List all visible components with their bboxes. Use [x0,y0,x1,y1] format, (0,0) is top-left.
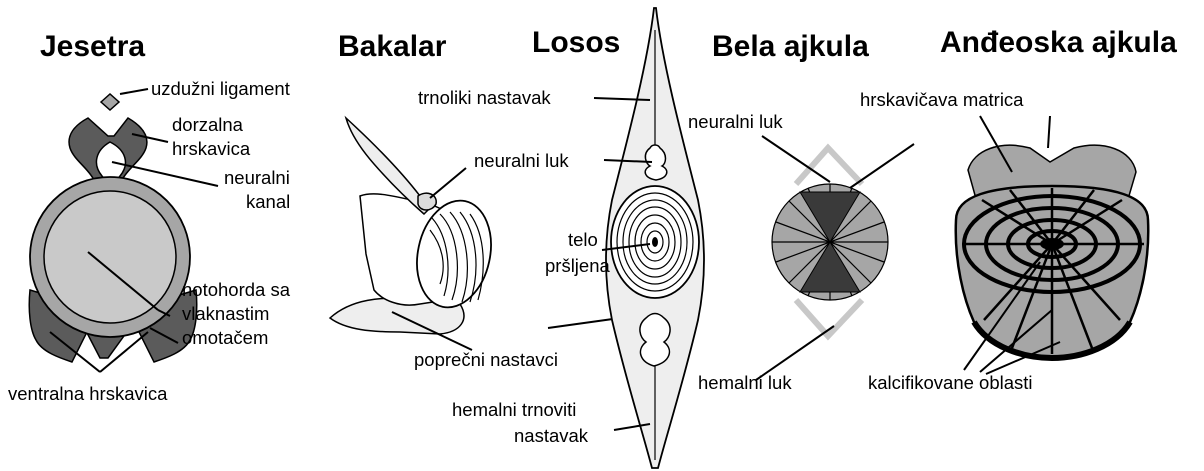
label-neuralni-kanal-2: kanal [246,191,290,212]
title-bela-ajkula: Bela ajkula [712,30,869,63]
bela-ajkula-vertebra [772,148,888,336]
ligament-shape [101,94,119,110]
title-bakalar: Bakalar [338,30,447,63]
label-ventralna-hrskavica: ventralna hrskavica [8,383,168,404]
label-notohorda-3: omotačem [182,327,268,348]
title-andjeoska-ajkula: Anđeoska ajkula [940,26,1177,59]
label-telo-2: pršljena [545,255,610,276]
label-kalcifikovane-oblasti: kalcifikovane oblasti [868,372,1033,393]
title-jesetra: Jesetra [40,30,145,63]
notochord [44,191,176,323]
label-hemalni-luk: hemalni luk [698,372,792,393]
label-notohorda-1: notohorda sa [182,279,291,300]
label-neuralni-luk-losos: neuralni luk [474,150,569,171]
losos-vertebra [606,8,704,468]
andjeoska-ajkula-vertebra [956,145,1149,358]
label-hrskavicava-matrica: hrskavičava matrica [860,89,1024,110]
label-dorzalna-1: dorzalna [172,114,244,135]
label-dorzalna-2: hrskavica [172,138,251,159]
title-losos: Losos [532,26,620,59]
label-hemalni-trnoviti-1: hemalni trnoviti [452,399,576,420]
label-neuralni-luk-ajkula: neuralni luk [688,111,783,132]
label-neuralni-kanal-1: neuralni [224,167,290,188]
label-trnoliki-nastavak: trnoliki nastavak [418,87,551,108]
label-notohorda-2: vlaknastim [182,303,269,324]
label-uzduzni-ligament: uzdužni ligament [151,78,290,99]
label-poprecni-nastavci: poprečni nastavci [414,349,558,370]
label-telo-1: telo [568,229,598,250]
label-hemalni-trnoviti-2: nastavak [514,425,589,446]
